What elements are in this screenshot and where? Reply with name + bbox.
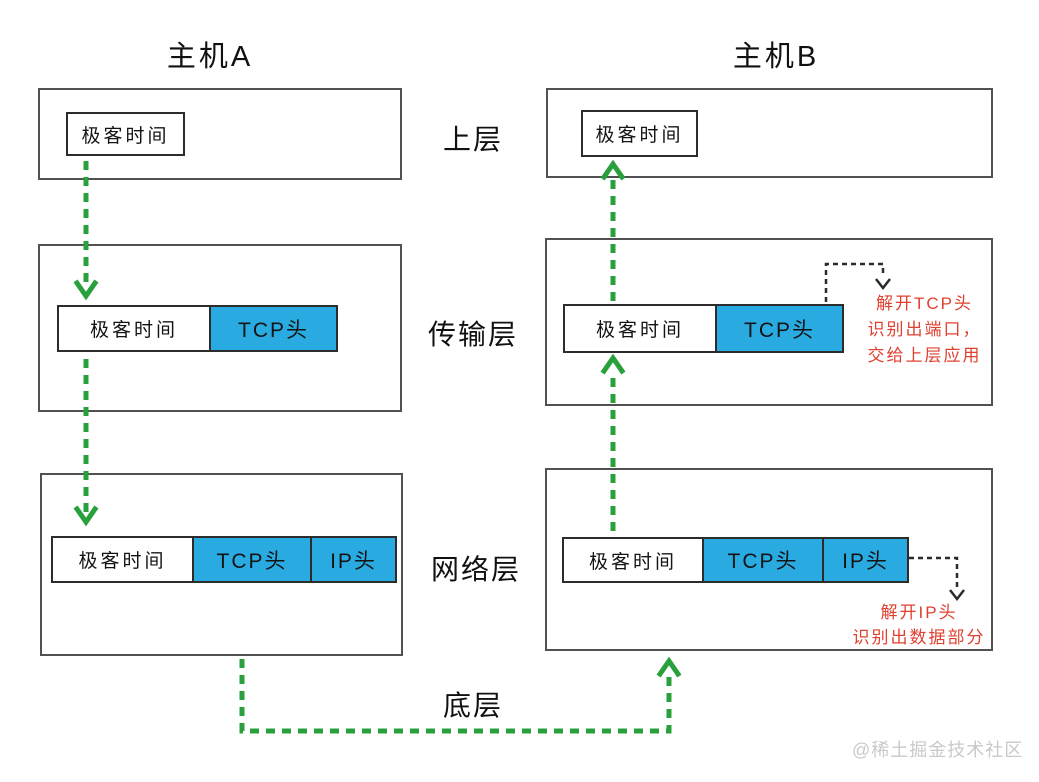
packet-ip-segment: IP头 [822,539,907,581]
packet-tcp-segment: TCP头 [715,306,842,351]
transport-layer-label: 传输层 [427,319,518,350]
tcp-unpack-line-3: 交给上层应用 [867,346,982,365]
host-b-title: 主机B [732,41,820,73]
packet-ip-segment: IP头 [310,538,395,581]
host-a-title: 主机A [166,41,254,73]
host-b-transport-packet: 极客时间 TCP头 [563,304,844,353]
network-layer-label: 网络层 [430,554,521,585]
packet-data-segment: 极客时间 [588,551,677,573]
packet-data-segment: 极客时间 [78,551,167,572]
bottom-layer-label: 底层 [442,690,503,721]
watermark: @稀土掘金技术社区 [852,740,1024,760]
arrow-up-icon [656,656,682,678]
packet-data-segment: 极客时间 [89,320,178,341]
packet-tcp-segment: TCP头 [192,538,310,581]
tcp-unpack-annotation: 解开TCP头 识别出端口， 交给上层应用 [852,291,997,369]
upper-layer-label: 上层 [442,124,503,155]
tcp-unpack-line-1: 解开TCP头 [876,294,973,313]
ip-unpack-annotation: 解开IP头 识别出数据部分 [843,600,995,650]
host-a-transport-packet: 极客时间 TCP头 [57,305,338,352]
ip-unpack-line-2: 识别出数据部分 [852,628,986,647]
ip-unpack-line-1: 解开IP头 [880,603,958,622]
packet-tcp-segment: TCP头 [209,307,336,350]
packet-data-segment: 极客时间 [595,320,684,341]
host-b-network-packet: 极客时间 TCP头 IP头 [562,537,909,583]
host-b-upper-packet: 极客时间 [581,110,698,157]
host-a-network-packet: 极客时间 TCP头 IP头 [51,536,397,583]
packet-data-segment: 极客时间 [81,125,170,147]
packet-tcp-segment: TCP头 [702,539,822,581]
tcp-unpack-line-2: 识别出端口， [867,320,982,339]
packet-data-segment: 极客时间 [595,125,684,146]
host-a-upper-packet: 极客时间 [66,112,185,156]
